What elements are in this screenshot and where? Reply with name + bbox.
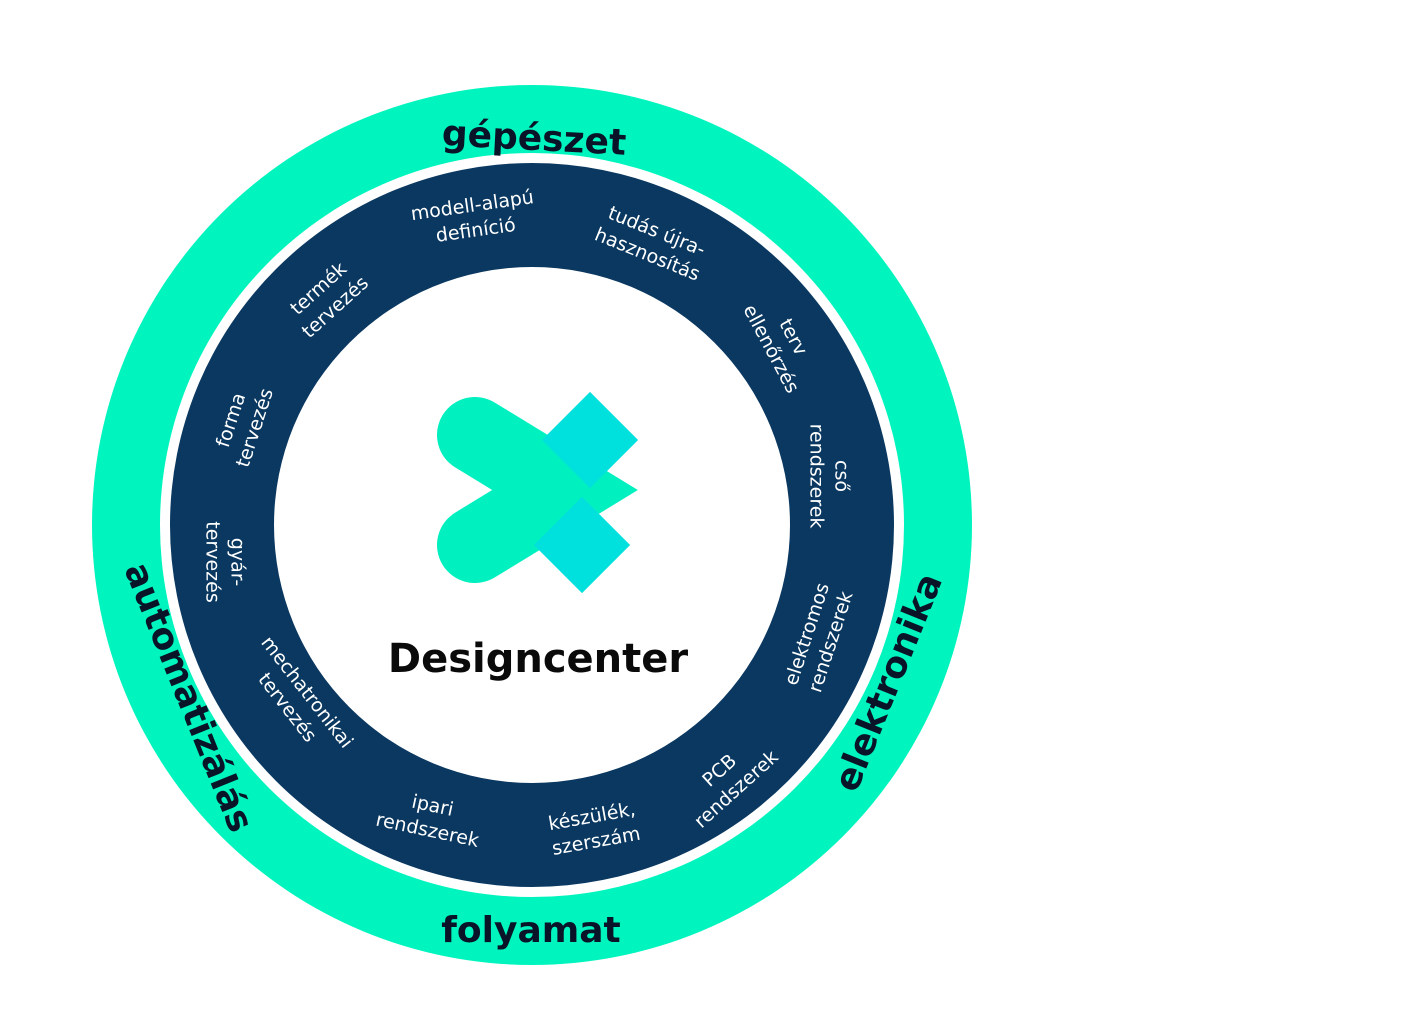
inner-label-cso: csőrendszerek [806,424,853,529]
inner-label-line: gyár- [227,538,249,586]
inner-label-line: tervezés [202,521,224,602]
inner-label-gyar: gyár-tervezés [202,521,249,602]
center-title: Designcenter [388,636,689,682]
outer-label-gepeszet: gépészet [441,113,627,164]
logo-chevron-icon [437,397,638,583]
inner-label-line: rendszerek [806,424,828,529]
logo-square-top-icon [541,391,639,489]
logo-square-bottom-icon [533,496,631,594]
designcenter-logo-icon [437,391,639,594]
outer-label-folyamat: folyamat [441,910,621,951]
inner-label-line: cső [831,460,853,492]
